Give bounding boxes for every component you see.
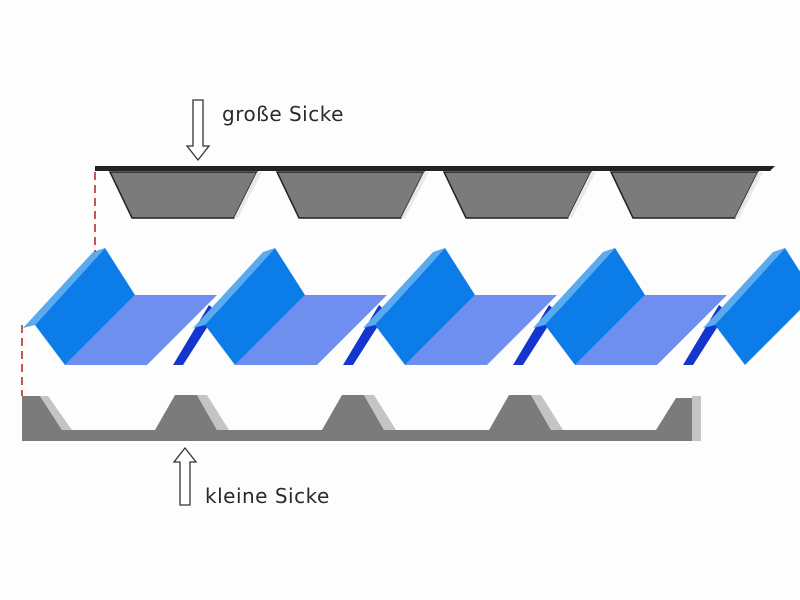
arrow-down-icon [185, 99, 211, 162]
top-trapezoid-edge [234, 172, 262, 218]
bottom-bump [489, 395, 551, 430]
sheet-ridge-face [375, 248, 475, 365]
bottom-profile-small-bead [22, 395, 701, 441]
top-trapezoid [108, 171, 259, 219]
label-large-bead: große Sicke [222, 102, 344, 126]
sheet-ridge-face [205, 248, 305, 365]
sheet-ridge-edge [703, 248, 785, 328]
sheet-valley [405, 295, 557, 365]
bottom-bump-edge [197, 395, 229, 430]
bottom-base [22, 430, 700, 441]
bottom-bump-edge [40, 396, 72, 430]
sheet-ridge-edge [533, 248, 615, 328]
sheet-ridge-edge [363, 248, 445, 328]
sheet-valley [575, 295, 727, 365]
bottom-end-edge [692, 396, 701, 441]
top-flange-line [95, 166, 775, 171]
sheet-valley [235, 295, 387, 365]
corrugated-sheet-3d [23, 248, 800, 365]
top-trapezoid [275, 171, 426, 219]
sheet-ridge-edge [23, 248, 105, 328]
top-trapezoid-edge [568, 172, 596, 218]
top-trapezoid [442, 171, 593, 219]
bottom-bump [155, 395, 217, 430]
bottom-bump [322, 395, 384, 430]
label-small-bead: kleine Sicke [205, 484, 330, 508]
top-profile-large-bead [95, 166, 775, 219]
sheet-ridge-face [545, 248, 645, 365]
top-trapezoid-edge [401, 172, 429, 218]
bottom-bump-edge [531, 395, 563, 430]
bottom-bump-partial [22, 396, 62, 430]
sheet-ridge-edge [193, 248, 275, 328]
bottom-bump-partial [656, 398, 692, 430]
sheet-valley [65, 295, 217, 365]
bottom-bump-edge [364, 395, 396, 430]
top-trapezoid-edge [735, 172, 763, 218]
arrow-up-icon [172, 446, 198, 506]
sheet-ridge-face [715, 248, 800, 365]
sheet-ridge-face [35, 248, 135, 365]
top-trapezoid [609, 171, 760, 219]
